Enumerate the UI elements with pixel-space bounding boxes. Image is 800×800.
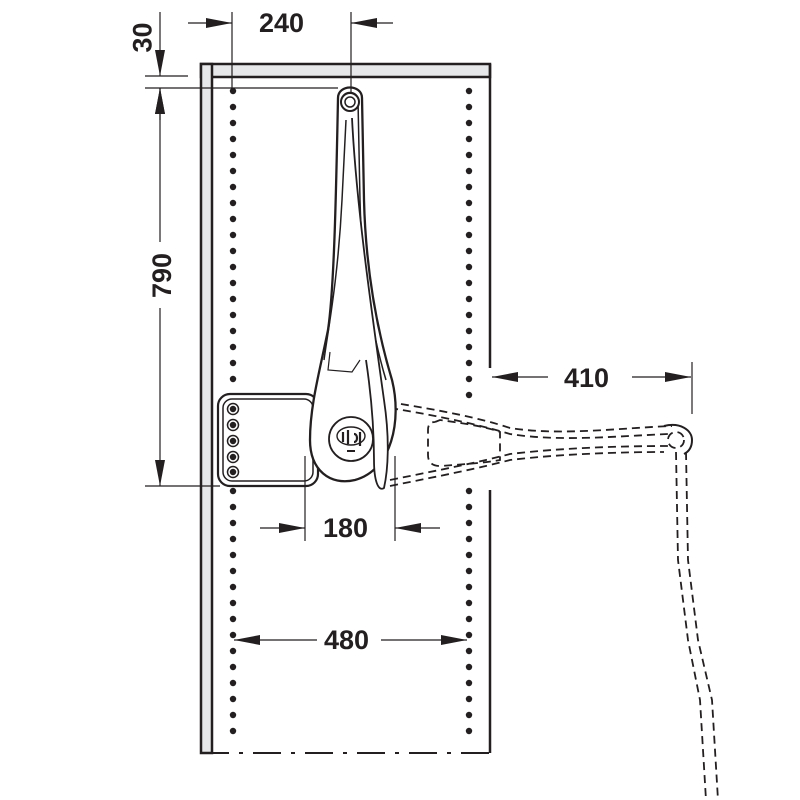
dim-label-480: 480 [324, 625, 370, 655]
dim-label-410: 410 [564, 363, 610, 393]
cabinet-side-panel [199, 62, 214, 755]
system-hole-rows [229, 87, 473, 735]
mounting-bracket [216, 392, 320, 488]
dimension-lines [145, 12, 693, 645]
dim-label-180: 180 [323, 513, 369, 543]
dim-label-240: 240 [259, 8, 305, 38]
cabinet [199, 62, 492, 755]
lift-arm-extended-dashed [387, 401, 719, 800]
dim-label-30: 30 [127, 22, 158, 53]
cabinet-top-panel [199, 62, 492, 79]
lift-arm-retracted [308, 86, 397, 490]
dim-label-790: 790 [147, 252, 178, 299]
